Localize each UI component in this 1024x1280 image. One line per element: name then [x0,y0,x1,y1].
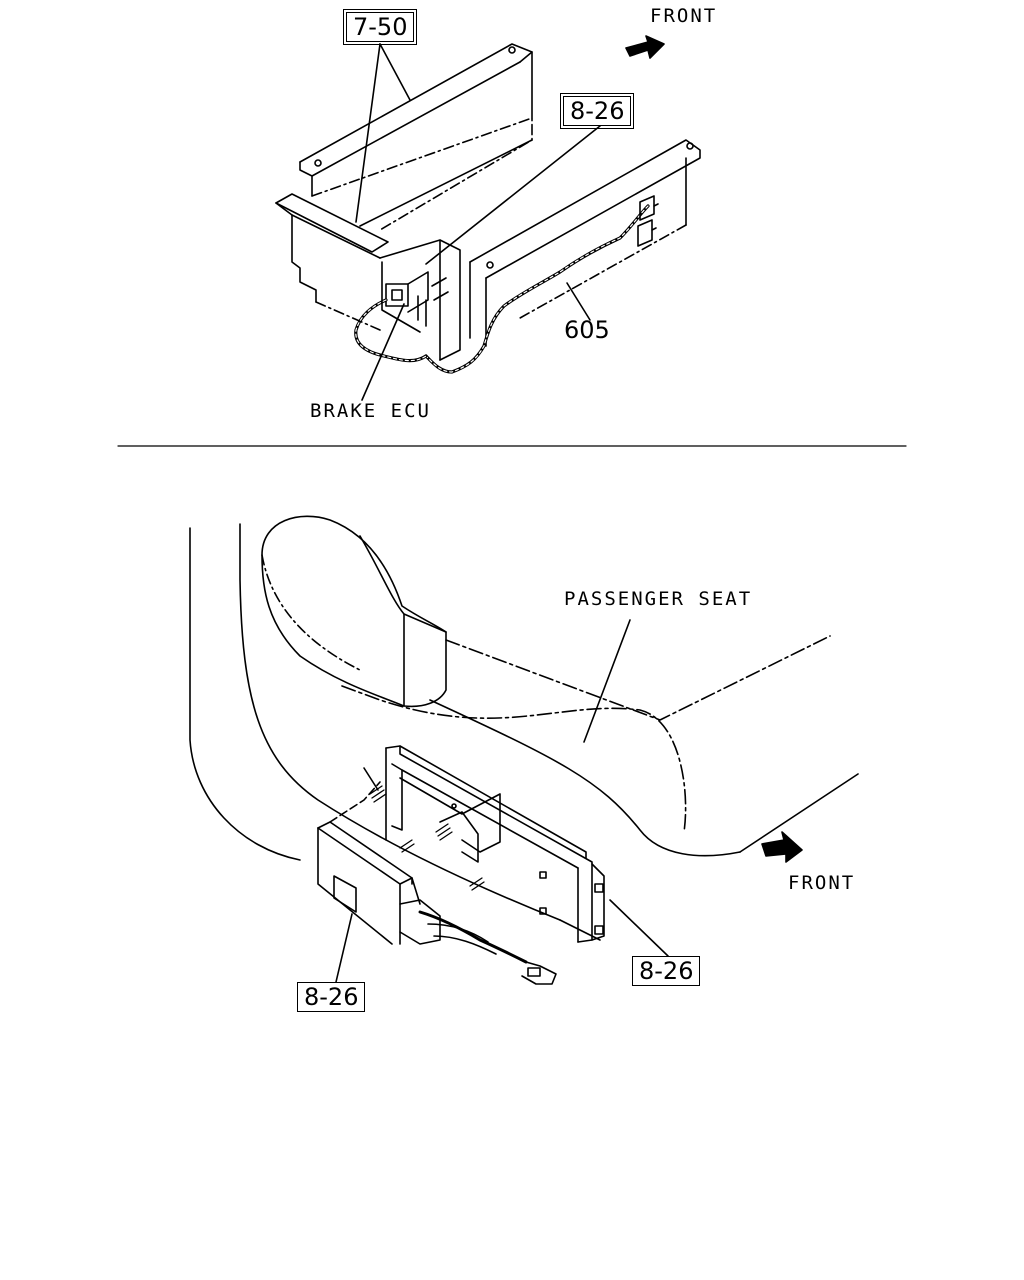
bottom-front-label: FRONT [788,872,856,894]
harness-part-number: 605 [564,316,610,344]
ref-box-7-50: 7-50 [342,8,418,46]
ref-box-8-26-right: 8-26 [632,956,701,987]
top-front-label: FRONT [650,5,718,27]
bolt [399,839,415,853]
front-arrow-icon [625,35,665,59]
bolt [469,877,485,891]
bolt [369,785,387,803]
brake-ecu-label: BRAKE ECU [310,400,431,422]
bolt [435,823,453,841]
console-bracket-assembly [275,43,701,374]
passenger-seat-label: PASSENGER SEAT [564,588,753,610]
top-leader-lines [355,43,601,401]
bottom-leader-lines [335,619,669,983]
passenger-seat-outline [189,515,859,985]
front-arrow-icon [761,831,803,863]
ref-box-8-26-top: 8-26 [559,92,635,130]
ref-box-8-26-left: 8-26 [297,982,366,1013]
